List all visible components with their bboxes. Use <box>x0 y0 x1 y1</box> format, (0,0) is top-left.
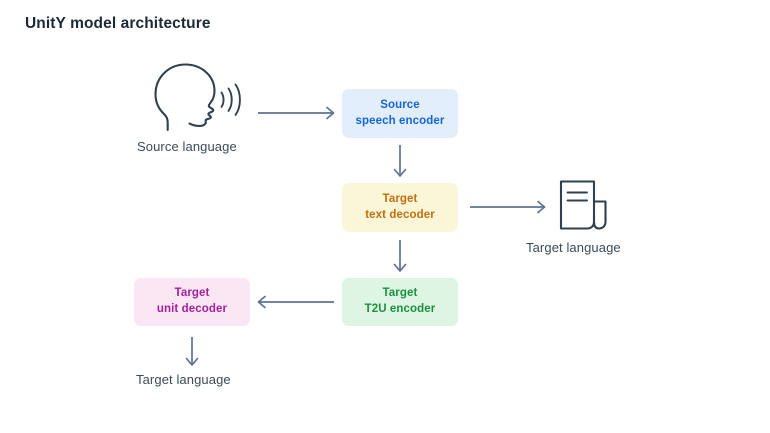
arrow-text-decoder-to-document <box>470 200 546 214</box>
caption-target-language-unit: Target language <box>136 372 231 387</box>
speaking-head-icon <box>143 58 243 133</box>
caption-source-language: Source language <box>137 139 237 154</box>
arrow-unit-decoder-to-target-language <box>185 337 199 366</box>
node-target-t2u-encoder-label: Target T2U encoder <box>364 287 436 315</box>
document-icon <box>557 177 615 232</box>
node-target-unit-decoder-label: Target unit decoder <box>156 287 228 315</box>
arrow-source-encoder-to-text-decoder <box>393 145 407 177</box>
node-source-speech-encoder[interactable]: Source speech encoder <box>342 89 458 138</box>
page-title: UnitY model architecture <box>25 15 211 32</box>
node-source-speech-encoder-label: Source speech encoder <box>355 98 445 127</box>
arrow-text-decoder-to-t2u-encoder <box>393 240 407 272</box>
node-target-unit-decoder[interactable]: Target unit decoder <box>134 278 250 326</box>
arrow-head-to-source-encoder <box>258 106 335 120</box>
caption-target-language-text: Target language <box>526 240 621 255</box>
node-target-text-decoder-label: Target text decoder <box>365 192 435 221</box>
arrow-t2u-encoder-to-unit-decoder <box>257 295 334 309</box>
node-target-t2u-encoder[interactable]: Target T2U encoder <box>342 278 458 326</box>
node-target-text-decoder[interactable]: Target text decoder <box>342 183 458 232</box>
